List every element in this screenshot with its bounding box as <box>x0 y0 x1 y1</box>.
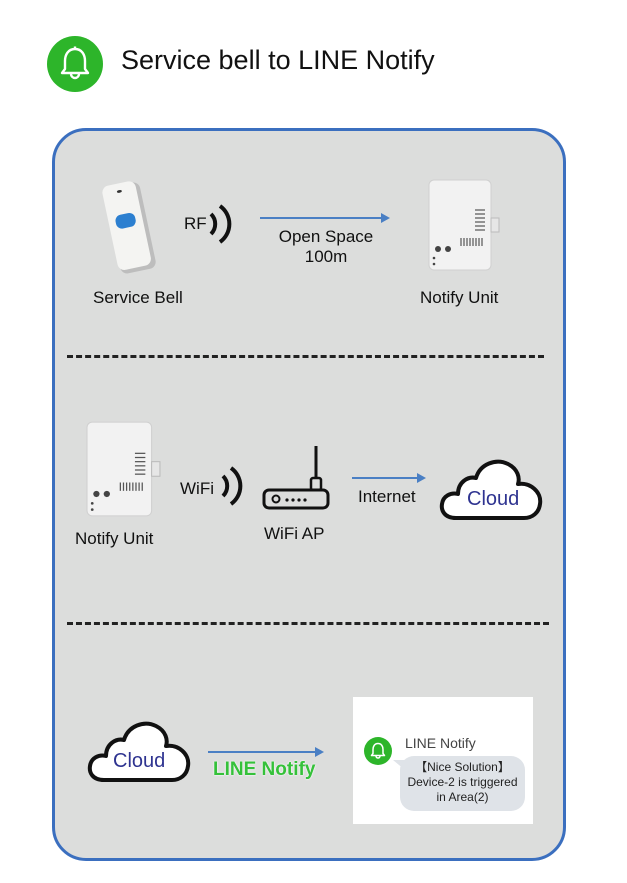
notify-unit-device-1 <box>427 178 502 279</box>
page-title: Service bell to LINE Notify <box>121 45 435 75</box>
notification-bubble: 【Nice Solution】 Device-2 is triggered in… <box>400 756 525 811</box>
notify-unit-label-1: Notify Unit <box>420 288 499 307</box>
line-notify-link-arrow <box>208 747 324 757</box>
bell-icon <box>370 742 386 759</box>
wifi-label: WiFi <box>180 479 214 498</box>
wifi-signal-icon <box>220 462 246 515</box>
section-divider-2 <box>67 622 549 625</box>
wifi-router-icon <box>260 444 332 519</box>
bell-icon <box>60 46 90 80</box>
internet-link-arrow <box>352 473 426 483</box>
cloud-label-2: Cloud <box>113 750 166 772</box>
notification-sender: LINE Notify <box>405 735 476 751</box>
notification-bubble-tail <box>393 760 405 770</box>
notification-line-2: Device-2 is triggered <box>407 775 518 789</box>
wifi-ap-label: WiFi AP <box>264 524 325 543</box>
cloud-icon-2 <box>86 718 194 789</box>
internet-label: Internet <box>358 487 416 506</box>
notify-unit-device-2 <box>80 420 168 525</box>
notification-line-3: in Area(2) <box>436 790 489 804</box>
notification-line-1: 【Nice Solution】 <box>415 760 510 774</box>
service-bell-label: Service Bell <box>93 288 183 307</box>
section-divider-1 <box>67 355 544 358</box>
line-notify-link-label: LINE Notify <box>213 759 316 780</box>
notification-avatar <box>364 737 392 765</box>
rf-link-label-line2: 100m <box>304 247 348 266</box>
cloud-label-1: Cloud <box>467 488 520 510</box>
cloud-icon-1 <box>438 456 546 527</box>
rf-link-label-line1: Open Space <box>278 227 374 246</box>
service-bell-device <box>100 178 160 276</box>
rf-link-arrow <box>260 213 390 223</box>
rf-signal-icon <box>208 200 238 253</box>
header-bell-icon <box>47 36 103 92</box>
rf-label: RF <box>184 214 207 233</box>
notify-unit-label-2: Notify Unit <box>75 529 154 548</box>
